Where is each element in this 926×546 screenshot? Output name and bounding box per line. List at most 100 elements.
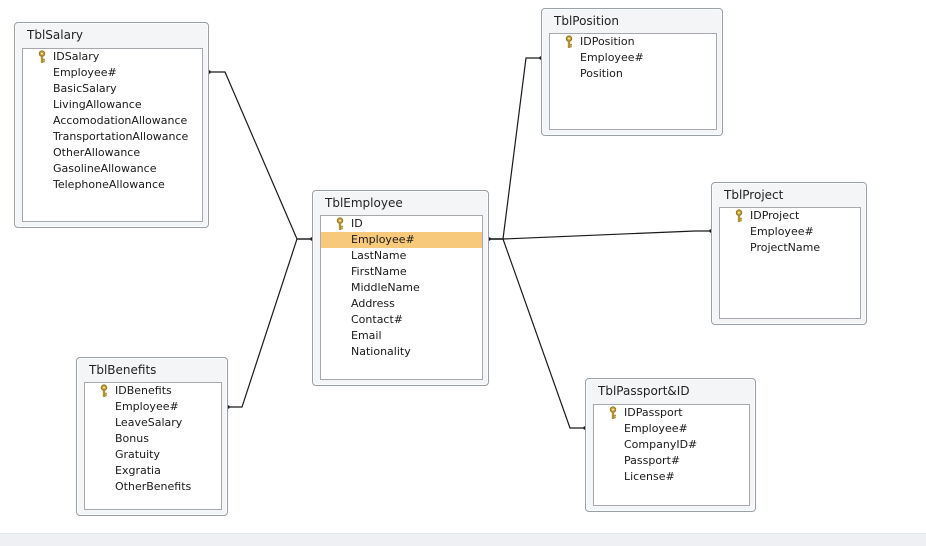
field-employee-employee-[interactable]: Employee# [321,232,482,248]
field-salary-basicsalary[interactable]: BasicSalary [23,81,202,97]
field-passport-employee-[interactable]: Employee# [594,421,749,437]
field-label: Employee# [624,422,688,435]
field-employee-firstname[interactable]: FirstName [321,264,482,280]
field-label: Nationality [351,345,411,358]
field-label: TelephoneAllowance [53,178,165,191]
table-title-position[interactable]: TblPosition [554,14,620,28]
field-salary-otherallowance[interactable]: OtherAllowance [23,145,202,161]
field-salary-idsalary[interactable]: IDSalary [23,49,202,65]
primary-key-icon [564,35,574,49]
field-label: License# [624,470,675,483]
field-salary-telephoneallowance[interactable]: TelephoneAllowance [23,177,202,193]
field-employee-address[interactable]: Address [321,296,482,312]
primary-key-icon [99,384,109,398]
field-label: Employee# [750,225,814,238]
field-salary-transportationallowance[interactable]: TransportationAllowance [23,129,202,145]
field-passport-companyid-[interactable]: CompanyID# [594,437,749,453]
field-label: AccomodationAllowance [53,114,188,127]
field-project-idproject[interactable]: IDProject [720,208,860,224]
field-label: TransportationAllowance [53,130,189,143]
field-label: IDProject [750,209,800,222]
field-employee-id[interactable]: ID [321,216,482,232]
field-label: Employee# [351,233,415,246]
field-employee-nationality[interactable]: Nationality [321,344,482,360]
field-label: Exgratia [115,464,161,477]
primary-key-icon [734,209,744,223]
field-label: OtherBenefits [115,480,192,493]
field-benefits-gratuity[interactable]: Gratuity [85,447,221,463]
field-label: Email [351,329,382,342]
field-project-employee-[interactable]: Employee# [720,224,860,240]
field-label: CompanyID# [624,438,698,451]
field-passport-license-[interactable]: License# [594,469,749,485]
field-label: IDBenefits [115,384,172,397]
field-label: Address [351,297,395,310]
field-label: Gratuity [115,448,160,461]
table-title-benefits[interactable]: TblBenefits [89,363,157,377]
field-benefits-bonus[interactable]: Bonus [85,431,221,447]
table-title-salary[interactable]: TblSalary [27,28,83,42]
field-label: LeaveSalary [115,416,183,429]
field-salary-employee-[interactable]: Employee# [23,65,202,81]
field-label: BasicSalary [53,82,117,95]
field-project-projectname[interactable]: ProjectName [720,240,860,256]
field-benefits-employee-[interactable]: Employee# [85,399,221,415]
field-employee-middlename[interactable]: MiddleName [321,280,482,296]
primary-key-icon [37,50,47,64]
field-label: Employee# [580,51,644,64]
field-label: LastName [351,249,407,262]
field-benefits-leavesalary[interactable]: LeaveSalary [85,415,221,431]
table-title-project[interactable]: TblProject [724,188,784,202]
primary-key-icon [335,217,345,231]
table-title-passport[interactable]: TblPassport&ID [598,384,690,398]
field-label: GasolineAllowance [53,162,157,175]
field-label: LivingAllowance [53,98,142,111]
relationship-line-project-employee [489,230,711,240]
relationship-line-passport-employee [489,238,585,429]
field-label: ProjectName [750,241,821,254]
field-benefits-idbenefits[interactable]: IDBenefits [85,383,221,399]
field-label: Passport# [624,454,681,467]
field-label: IDSalary [53,50,100,63]
field-employee-email[interactable]: Email [321,328,482,344]
field-label: IDPosition [580,35,635,48]
relationship-line-salary-employee [209,71,312,240]
field-label: Position [580,67,623,80]
field-employee-lastname[interactable]: LastName [321,248,482,264]
table-title-employee[interactable]: TblEmployee [325,196,403,210]
field-passport-idpassport[interactable]: IDPassport [594,405,749,421]
field-salary-gasolineallowance[interactable]: GasolineAllowance [23,161,202,177]
field-label: Contact# [351,313,404,326]
field-benefits-otherbenefits[interactable]: OtherBenefits [85,479,221,495]
field-label: Bonus [115,432,149,445]
field-position-employee-[interactable]: Employee# [550,50,716,66]
field-salary-accomodationallowance[interactable]: AccomodationAllowance [23,113,202,129]
field-label: ID [351,217,363,230]
field-position-idposition[interactable]: IDPosition [550,34,716,50]
field-position-position[interactable]: Position [550,66,716,82]
field-label: OtherAllowance [53,146,141,159]
field-label: MiddleName [351,281,420,294]
bottom-strip [0,533,926,546]
field-benefits-exgratia[interactable]: Exgratia [85,463,221,479]
field-label: Employee# [53,66,117,79]
field-label: FirstName [351,265,407,278]
field-salary-livingallowance[interactable]: LivingAllowance [23,97,202,113]
field-passport-passport-[interactable]: Passport# [594,453,749,469]
relationship-line-position-employee [489,57,541,240]
field-label: Employee# [115,400,179,413]
field-employee-contact-[interactable]: Contact# [321,312,482,328]
